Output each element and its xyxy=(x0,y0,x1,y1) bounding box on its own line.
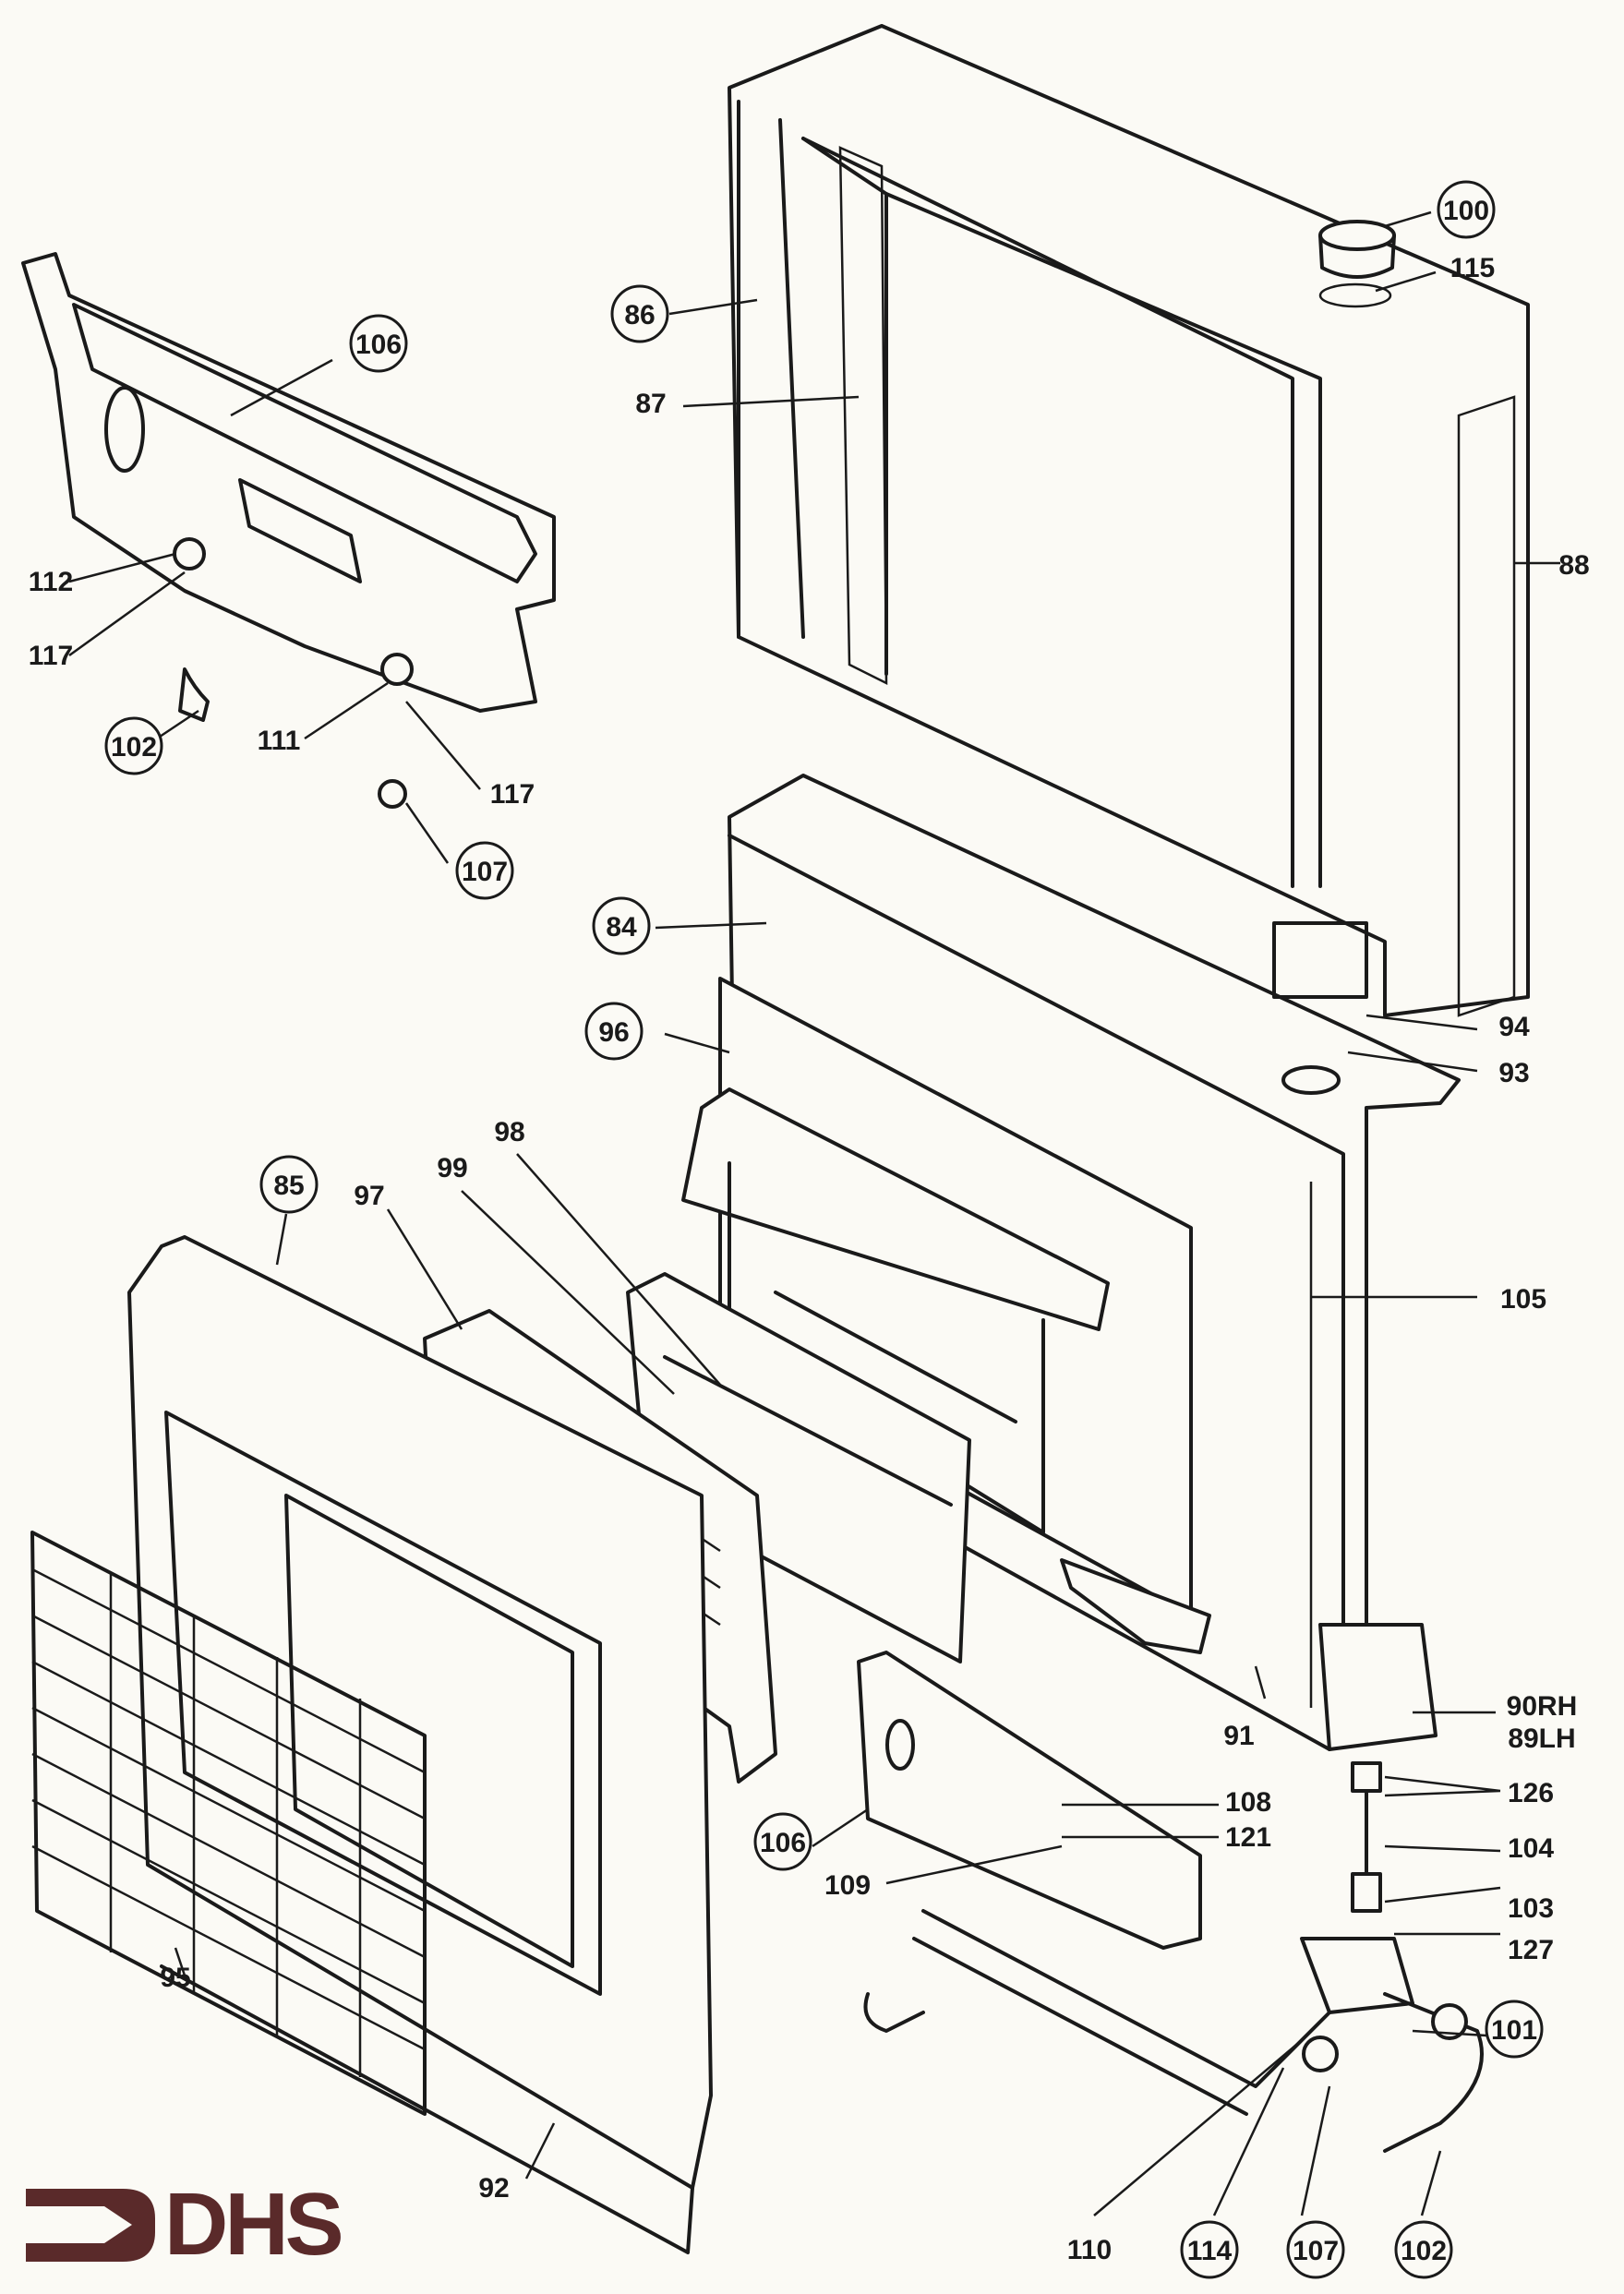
callout-93[interactable]: 93 xyxy=(1498,1058,1529,1088)
leader-lines xyxy=(68,210,1560,2216)
callout-label: 102 xyxy=(111,732,157,763)
callout-107-top[interactable]: 107 xyxy=(455,841,514,900)
callout-label: 106 xyxy=(355,330,402,360)
callout-101[interactable]: 101 xyxy=(1485,2000,1544,2059)
callout-106-top[interactable]: 106 xyxy=(349,314,408,373)
burner-assembly xyxy=(21,252,556,809)
callout-114[interactable]: 114 xyxy=(1180,2220,1239,2279)
callout-label: 107 xyxy=(1293,2236,1339,2266)
callout-127[interactable]: 127 xyxy=(1508,1935,1554,1965)
callout-100[interactable]: 100 xyxy=(1437,180,1496,239)
callout-109[interactable]: 109 xyxy=(824,1870,871,1901)
burner-assembly-lower xyxy=(857,1651,1202,1950)
callout-107-bottom[interactable]: 107 xyxy=(1286,2220,1345,2279)
callout-label: 102 xyxy=(1401,2236,1447,2266)
callout-label: 85 xyxy=(273,1171,304,1201)
callout-label: 86 xyxy=(624,300,655,330)
callout-label: 114 xyxy=(1187,2236,1233,2266)
callout-87[interactable]: 87 xyxy=(635,389,666,419)
callout-108[interactable]: 108 xyxy=(1225,1787,1271,1818)
callout-89lh[interactable]: 89LH xyxy=(1508,1724,1575,1754)
callout-112[interactable]: 112 xyxy=(29,567,73,597)
callout-95[interactable]: 95 xyxy=(160,1963,190,1993)
rear-casing xyxy=(728,24,1530,1017)
brand-name: DHS xyxy=(164,2175,344,2274)
callout-110[interactable]: 110 xyxy=(1067,2235,1112,2265)
callout-86[interactable]: 86 xyxy=(610,284,669,343)
callout-111[interactable]: 111 xyxy=(258,726,301,756)
callout-label: 84 xyxy=(606,912,637,943)
callout-106-bottom[interactable]: 106 xyxy=(753,1812,812,1871)
front-frame xyxy=(127,1235,713,2254)
callout-99[interactable]: 99 xyxy=(437,1153,467,1183)
callout-102-bottom[interactable]: 102 xyxy=(1394,2220,1453,2279)
callout-104[interactable]: 104 xyxy=(1508,1833,1554,1864)
callout-98[interactable]: 98 xyxy=(494,1117,524,1147)
brand-logo: DHS xyxy=(26,2175,344,2274)
callout-94[interactable]: 94 xyxy=(1498,1012,1530,1042)
callout-85[interactable]: 85 xyxy=(259,1155,319,1214)
callout-117-right[interactable]: 117 xyxy=(490,779,535,810)
callout-115[interactable]: 115 xyxy=(1450,253,1495,283)
callout-105[interactable]: 105 xyxy=(1500,1284,1546,1315)
callout-97[interactable]: 97 xyxy=(354,1181,384,1211)
callout-102-top[interactable]: 102 xyxy=(104,716,163,775)
callout-96[interactable]: 96 xyxy=(584,1002,644,1061)
callout-label: 101 xyxy=(1491,2015,1537,2046)
callout-92[interactable]: 92 xyxy=(478,2173,509,2204)
fireguard xyxy=(30,1531,427,2116)
callout-91[interactable]: 91 xyxy=(1223,1721,1254,1751)
callout-label: 106 xyxy=(760,1828,806,1858)
arrow-logo-icon xyxy=(26,2188,155,2262)
pipework xyxy=(863,1761,1484,2153)
callout-label: 107 xyxy=(462,857,508,887)
callout-84[interactable]: 84 xyxy=(592,896,651,955)
callout-117-left[interactable]: 117 xyxy=(29,641,73,671)
callout-label: 96 xyxy=(598,1017,629,1048)
callout-103[interactable]: 103 xyxy=(1508,1893,1554,1924)
callout-121[interactable]: 121 xyxy=(1225,1822,1271,1853)
callout-88[interactable]: 88 xyxy=(1558,550,1589,581)
callout-label: 100 xyxy=(1443,196,1489,226)
callout-90rh[interactable]: 90RH xyxy=(1507,1691,1578,1722)
callout-126[interactable]: 126 xyxy=(1508,1778,1554,1808)
